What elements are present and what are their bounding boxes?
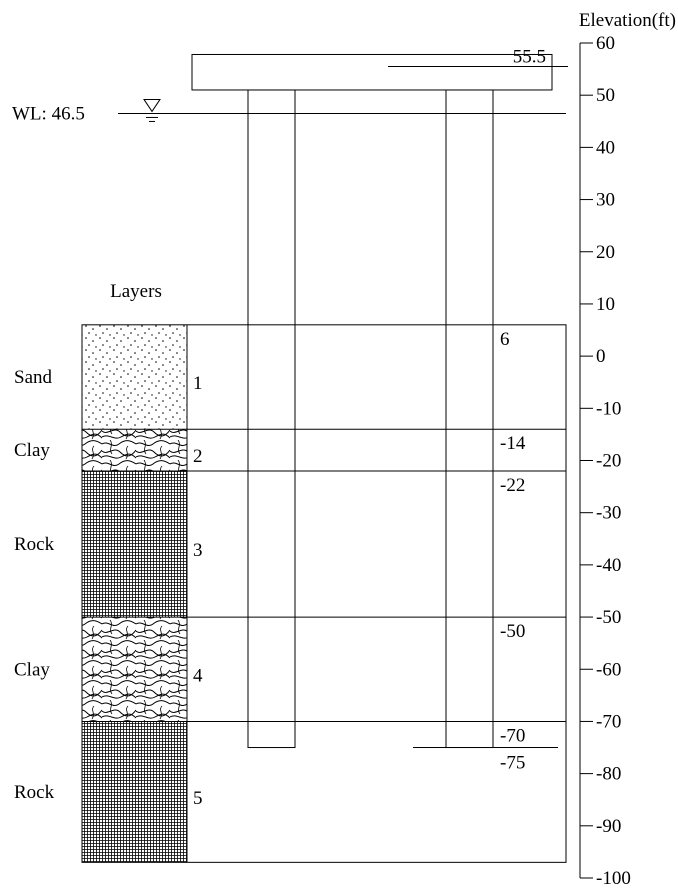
layer-2-pattern — [82, 429, 187, 471]
layer-3-soil-label: Rock — [14, 534, 55, 555]
axis-tick-label: -70 — [596, 711, 621, 732]
axis-title: Elevation(ft) — [579, 10, 676, 31]
axis-tick-label: 60 — [596, 33, 615, 54]
layer-1-pattern — [82, 324, 187, 430]
axis-tick-label: -10 — [596, 398, 621, 419]
axis-tick-label: -100 — [596, 868, 631, 889]
axis-tick-label: -60 — [596, 659, 621, 680]
structure — [81, 42, 593, 879]
axis-tick-label: 20 — [596, 242, 615, 263]
axis-tick-label: 30 — [596, 190, 615, 211]
axis-tick-label: 40 — [596, 137, 615, 158]
water-level-icon — [143, 98, 161, 113]
layer-5-soil-label: Rock — [14, 782, 55, 803]
cap-elevation-label: 55.5 — [513, 46, 546, 67]
axis-tick-label: -30 — [596, 503, 621, 524]
axis-tick-label: -90 — [596, 816, 621, 837]
layer-3-top-elevation: -22 — [500, 475, 525, 496]
layer-4-number: 4 — [193, 665, 203, 686]
axis-tick-label: 10 — [596, 294, 615, 315]
axis-tick-label: -80 — [596, 764, 621, 785]
water-level-label: WL: 46.5 — [12, 103, 85, 124]
layer-4-soil-label: Clay — [14, 659, 50, 680]
axis-tick-label: -50 — [596, 607, 621, 628]
layer-5-number: 5 — [193, 788, 203, 809]
layer-1-number: 1 — [193, 373, 203, 394]
labels: 60 50 40 30 20 10 0 -10 -20 -30 -40 -50 -60 -70 -80 -90… — [12, 10, 676, 889]
layer-4-pattern — [82, 617, 187, 722]
pile-1 — [247, 89, 296, 749]
axis-tick-label: 0 — [596, 346, 606, 367]
pile-cap — [191, 53, 553, 91]
layer-5-pattern — [82, 721, 187, 863]
layer-2-top-elevation: -14 — [500, 433, 526, 454]
pile-tip-elevation-label: -75 — [500, 753, 525, 774]
layer-3-number: 3 — [193, 540, 203, 561]
axis-tick-label: -40 — [596, 555, 621, 576]
axis-tick-label: -20 — [596, 451, 621, 472]
layer-fills — [82, 324, 187, 863]
layer-3-pattern — [82, 470, 187, 618]
layers-title: Layers — [110, 281, 162, 302]
layers-outline — [81, 324, 567, 863]
axis-tick-label: 50 — [596, 85, 615, 106]
pile-2 — [445, 89, 494, 749]
layer-1-soil-label: Sand — [14, 367, 53, 388]
layer-1-top-elevation: 6 — [500, 329, 510, 350]
layer-2-number: 2 — [193, 446, 203, 467]
layer-4-top-elevation: -50 — [500, 621, 525, 642]
layer-5-top-elevation: -70 — [500, 725, 525, 746]
layer-2-soil-label: Clay — [14, 440, 50, 461]
